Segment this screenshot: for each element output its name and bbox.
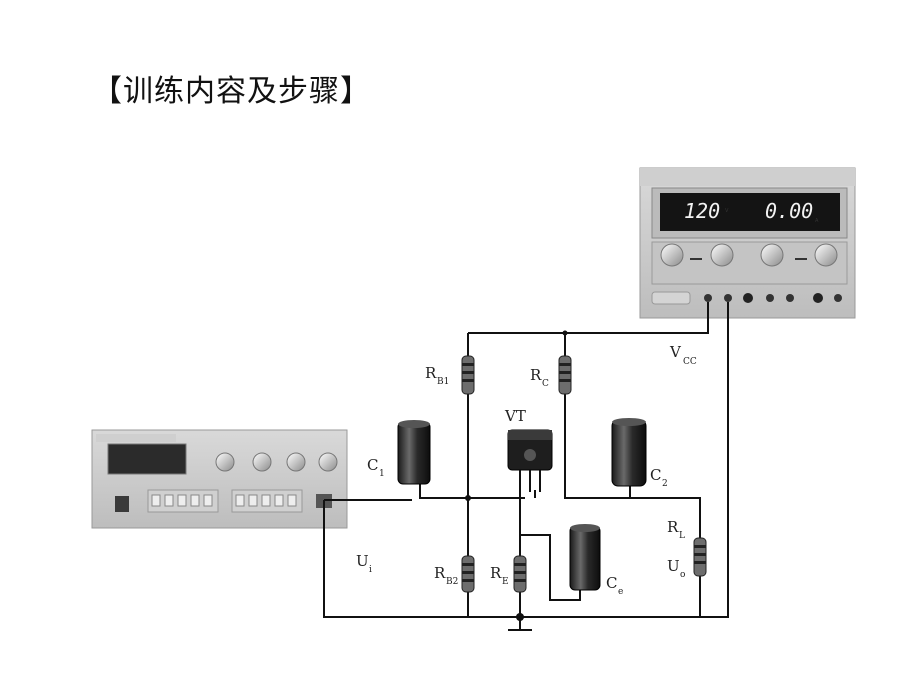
svg-text:C: C xyxy=(650,466,661,484)
generator-display xyxy=(107,443,187,475)
gen-btn-6[interactable] xyxy=(235,494,245,507)
wires xyxy=(323,302,729,631)
current-knob-2[interactable] xyxy=(814,243,838,267)
capacitor-c2 xyxy=(611,418,647,487)
svg-text:2: 2 xyxy=(662,479,668,489)
gen-btn-1[interactable] xyxy=(151,494,161,507)
gen-btn-5[interactable] xyxy=(203,494,213,507)
generator-knob-1[interactable] xyxy=(215,452,235,472)
svg-text:VT: VT xyxy=(504,407,526,425)
label-re: R E xyxy=(490,564,509,587)
svg-text:C: C xyxy=(606,574,617,592)
label-rc: R C xyxy=(530,366,549,389)
resistor-rb1 xyxy=(461,355,475,395)
voltage-unit: V xyxy=(725,208,729,214)
gen-btn-7[interactable] xyxy=(248,494,258,507)
svg-text:C: C xyxy=(542,379,549,389)
resistor-rl xyxy=(693,537,707,577)
svg-text:U: U xyxy=(667,557,680,575)
svg-text:U: U xyxy=(356,552,369,570)
voltage-readout: 120 xyxy=(684,199,720,223)
gen-btn-2[interactable] xyxy=(164,494,174,507)
power-switch[interactable] xyxy=(651,291,691,305)
svg-text:R: R xyxy=(425,364,437,382)
voltage-knob-1[interactable] xyxy=(660,243,684,267)
terminal-negative[interactable] xyxy=(724,294,732,302)
signal-generator xyxy=(91,429,348,529)
svg-text:R: R xyxy=(434,564,446,582)
generator-knob-3[interactable] xyxy=(286,452,306,472)
transistor-vt xyxy=(507,429,553,492)
label-c2: C 2 xyxy=(650,466,668,489)
label-rb1: R B1 xyxy=(425,364,449,387)
label-c1: C 1 xyxy=(367,456,385,479)
label-vcc: V CC xyxy=(669,343,697,367)
capacitor-c1 xyxy=(397,420,431,485)
label-ui: U i xyxy=(356,552,372,575)
svg-text:B2: B2 xyxy=(446,577,458,587)
svg-text:E: E xyxy=(502,577,509,587)
current-knob-1[interactable] xyxy=(710,243,734,267)
svg-text:R: R xyxy=(667,518,679,536)
svg-text:i: i xyxy=(369,565,372,575)
svg-text:B1: B1 xyxy=(437,377,449,387)
label-ce: C e xyxy=(606,574,623,597)
svg-text:CC: CC xyxy=(683,357,697,367)
capacitor-ce xyxy=(569,524,601,591)
gen-btn-9[interactable] xyxy=(274,494,284,507)
power-display xyxy=(660,193,840,231)
gen-btn-10[interactable] xyxy=(287,494,297,507)
current-readout: 0.00 xyxy=(765,199,813,223)
current-unit: A xyxy=(815,218,819,224)
terminal-3[interactable] xyxy=(743,293,753,303)
label-uo: U o xyxy=(667,557,685,580)
svg-text:e: e xyxy=(618,587,623,597)
terminal-7[interactable] xyxy=(834,294,842,302)
svg-text:C: C xyxy=(367,456,378,474)
generator-power-button[interactable] xyxy=(115,496,129,512)
resistor-rc xyxy=(558,355,572,395)
svg-text:1: 1 xyxy=(379,469,385,479)
voltage-knob-2[interactable] xyxy=(760,243,784,267)
terminal-5[interactable] xyxy=(786,294,794,302)
generator-knob-4[interactable] xyxy=(318,452,338,472)
svg-text:o: o xyxy=(680,570,685,580)
gen-btn-4[interactable] xyxy=(190,494,200,507)
terminal-positive[interactable] xyxy=(704,294,712,302)
label-vt: VT xyxy=(504,407,526,425)
terminal-4[interactable] xyxy=(766,294,774,302)
label-rb2: R B2 xyxy=(434,564,458,587)
gen-btn-8[interactable] xyxy=(261,494,271,507)
page-title: 【训练内容及步骤】 xyxy=(92,74,371,109)
resistor-rb2 xyxy=(461,555,475,593)
svg-text:L: L xyxy=(679,531,685,541)
gen-btn-3[interactable] xyxy=(177,494,187,507)
resistor-re xyxy=(513,555,527,593)
svg-text:R: R xyxy=(530,366,542,384)
dc-power-supply: 120 V 0.00 A xyxy=(639,167,856,319)
svg-text:V: V xyxy=(669,343,682,361)
terminal-6[interactable] xyxy=(813,293,823,303)
generator-knob-2[interactable] xyxy=(252,452,272,472)
label-rl: R L xyxy=(667,518,685,541)
svg-text:R: R xyxy=(490,564,502,582)
